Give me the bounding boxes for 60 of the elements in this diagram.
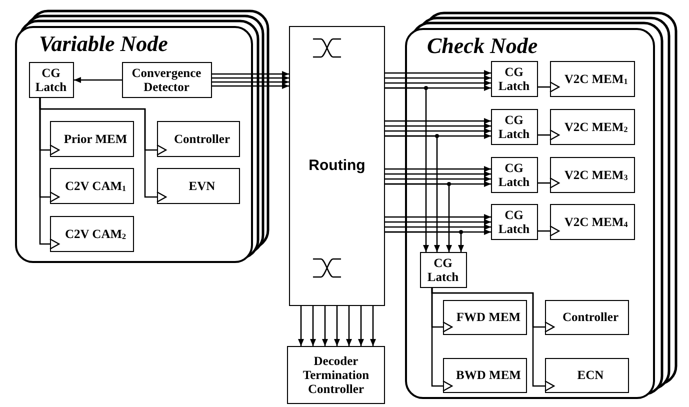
- latch-block: CG Latch: [490, 108, 538, 144]
- routing-block: Routing: [289, 26, 385, 306]
- check-node-panel: [405, 28, 655, 399]
- arrow: [310, 306, 316, 346]
- arrow: [334, 306, 340, 346]
- processing-unit-block: ECN: [544, 358, 628, 392]
- arrow: [212, 83, 289, 89]
- memory-block: V2C MEM$_{3}$: [550, 156, 634, 192]
- arrow: [370, 306, 376, 346]
- memory-block: V2C MEM$_{2}$: [550, 108, 634, 144]
- latch-block: CG Latch: [490, 204, 538, 240]
- clock-line: [431, 288, 555, 392]
- latch-block: CG Latch: [490, 156, 538, 192]
- arrow: [385, 80, 491, 86]
- clock-line: [538, 129, 560, 141]
- processing-unit-block: EVN: [156, 168, 240, 204]
- memory-block: V2C MEM$_{4}$: [550, 204, 634, 240]
- arrow: [74, 77, 122, 83]
- memory-block: FWD MEM: [442, 300, 526, 334]
- latch-block: CG Latch: [420, 252, 466, 288]
- arrow: [385, 75, 491, 81]
- arrow: [212, 75, 289, 81]
- arrow: [385, 128, 491, 134]
- variable-node-panel: [15, 26, 253, 263]
- memory-block: BWD MEM: [442, 358, 526, 392]
- arrow: [385, 135, 440, 252]
- arrow: [385, 231, 464, 252]
- arrow: [385, 123, 491, 129]
- arrow: [385, 171, 491, 177]
- clock-line: [538, 177, 560, 189]
- controller-block: Decoder Termination Controller: [287, 346, 385, 404]
- arrow: [385, 166, 491, 172]
- arrow: [385, 87, 429, 252]
- clock-line: [538, 225, 560, 237]
- detector-block: Convergence Detector: [122, 62, 212, 98]
- clock-line: [538, 81, 560, 93]
- clock-line: [39, 98, 167, 203]
- memory-block: C2V CAM$_{2}$: [50, 216, 134, 252]
- arrow: [212, 71, 289, 77]
- latch-block: CG Latch: [28, 62, 74, 98]
- arrow: [385, 214, 491, 220]
- panel-title: Variable Node: [39, 32, 168, 56]
- arrow: [346, 306, 352, 346]
- memory-block: Prior MEM: [50, 120, 134, 156]
- controller-block: Controller: [156, 120, 240, 156]
- arrow: [385, 183, 452, 252]
- arrow: [385, 118, 491, 124]
- memory-block: V2C MEM$_{1}$: [550, 60, 634, 96]
- memory-block: C2V CAM$_{1}$: [50, 168, 134, 204]
- latch-block: CG Latch: [490, 60, 538, 96]
- arrow: [385, 224, 491, 230]
- arrow: [385, 176, 491, 182]
- arrow: [298, 306, 304, 346]
- arrow: [322, 306, 328, 346]
- arrow: [358, 306, 364, 346]
- arrow: [385, 219, 491, 225]
- controller-block: Controller: [544, 300, 628, 334]
- arrow: [385, 70, 491, 76]
- panel-title: Check Node: [427, 34, 538, 58]
- arrow: [212, 79, 289, 85]
